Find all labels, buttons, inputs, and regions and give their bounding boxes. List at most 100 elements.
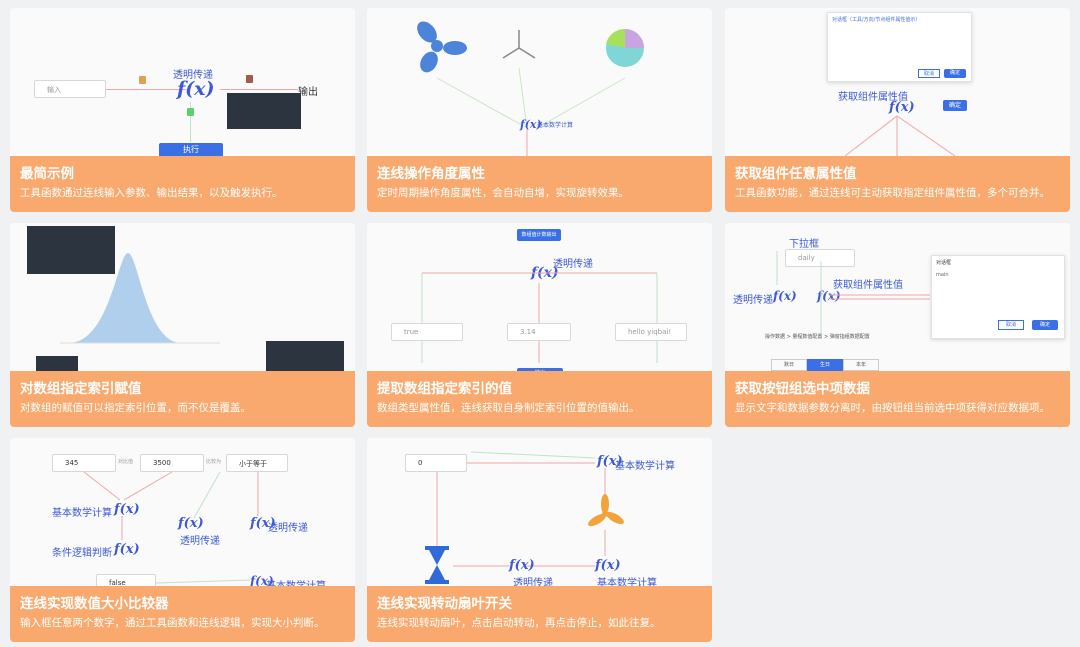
button-group-item[interactable]: 本年 [843, 359, 879, 371]
fx-label: 基本数学计算 [266, 577, 326, 586]
tooltip-panel [227, 93, 301, 129]
fan-icon [588, 494, 624, 527]
config-panel [36, 356, 78, 371]
card-title: 提取数组指定索引的值 [377, 381, 512, 397]
confirm-button[interactable]: 确定 [943, 100, 967, 111]
card-preview: 下拉框 daily 获取组件属性值 透明传递 f(x) f(x) 对话框 mai… [725, 223, 1070, 371]
value-field[interactable]: 3500 [140, 454, 204, 472]
field-label: 对比值 [118, 459, 134, 465]
dialog-cancel-button[interactable]: 取消 [918, 69, 940, 78]
card-rotation-angle[interactable]: f(x) 基本数学计算 连线操作角度属性 定时周期操作角度属性，会自动自增，实现… [367, 8, 712, 212]
card-preview: 输入 透明传递 f(x) 输出 执行 [10, 8, 355, 156]
wire [536, 77, 626, 129]
card-description: 工具函数功能，通过连线可主动获取指定组件属性值，多个可合并。 [735, 187, 1050, 199]
output-label: 输出 [298, 87, 318, 98]
wire [106, 89, 186, 90]
fx-icon: f(x) [114, 542, 140, 557]
card-description: 对数组的赋值可以指定索引位置，而不仅是覆盖。 [20, 402, 251, 414]
card-banner: 提取数组指定索引的值 数组类型属性值，连线获取自身制定索引位置的值输出。 [367, 371, 712, 427]
card-description: 工具函数通过连线输入参数、输出结果，以及触发执行。 [20, 187, 283, 199]
value-text: 3.14 [520, 328, 536, 336]
windmill-icon [502, 30, 536, 59]
fx-icon: f(x) [889, 100, 915, 115]
wire-diagram [844, 115, 956, 156]
fx-icon: f(x) [773, 289, 797, 303]
button-group-item-selected[interactable]: 生日 [807, 359, 843, 371]
value-field: 3.14 [507, 323, 571, 341]
card-fan-switch[interactable]: 0 f(x) 基本数学计算 f(x) 透明传递 f(x) 基本数学计算 连线实现… [367, 438, 712, 642]
area-chart [60, 253, 220, 344]
value-text: true [404, 328, 419, 336]
dropdown-label: 下拉框 [789, 239, 819, 250]
input-placeholder: 输入 [47, 86, 61, 94]
fx-label: 获取组件属性值 [833, 280, 903, 291]
wire-diagram [776, 251, 930, 333]
dialog-text: main [936, 272, 949, 278]
card-banner: 连线实现转动扇叶开关 连线实现转动扇叶，点击启动转动，再点击停止，如此往复。 [367, 586, 712, 642]
fx-label: 透明传递 [180, 536, 220, 547]
bottom-button[interactable]: 输出 [517, 368, 563, 371]
dialog-confirm-button[interactable]: 确定 [1032, 320, 1058, 330]
fx-icon: f(x) [597, 454, 623, 469]
data-table-panel [27, 226, 115, 274]
button-group-item[interactable]: 默日 [771, 359, 807, 371]
card-banner: 连线实现数值大小比较器 输入框任意两个数字，通过工具函数和连线逻辑，实现大小判断… [10, 586, 355, 642]
card-title: 对数组指定索引赋值 [20, 381, 142, 397]
card-preview: 对话框（工具/方向/节点组件属性值示） 确定 取消 获取组件属性值 f(x) 确… [725, 8, 1070, 156]
output-button[interactable]: 数组值计数输出 [517, 229, 561, 241]
fx-icon: f(x) [595, 558, 621, 573]
dropdown-select[interactable]: daily [785, 249, 855, 267]
breadcrumb: 操作数据 > 量程数值配置 > 弹窗指组数据配置 [765, 334, 870, 340]
param-tag [187, 108, 194, 116]
card-comparator[interactable]: 345 对比值 3500 比较为 小于等于 基本数学计算 f(x) f(x) 透… [10, 438, 355, 642]
card-button-group-select[interactable]: 下拉框 daily 获取组件属性值 透明传递 f(x) f(x) 对话框 mai… [725, 223, 1070, 427]
card-description: 显示文字和数据参数分离时，由按钮组当前选中项获得对应数据项。 [735, 402, 1050, 414]
card-get-property[interactable]: 对话框（工具/方向/节点组件属性值示） 确定 取消 获取组件属性值 f(x) 确… [725, 8, 1070, 212]
card-title: 连线实现数值大小比较器 [20, 596, 169, 612]
fx-icon: f(x) [520, 118, 542, 131]
fx-icon: f(x) [114, 502, 140, 517]
pie-icon [606, 28, 644, 67]
execute-button[interactable]: 执行 [159, 143, 223, 156]
wire [436, 77, 528, 129]
card-preview: 0 f(x) 基本数学计算 f(x) 透明传递 f(x) 基本数学计算 [367, 438, 712, 586]
card-array-index-assign[interactable]: 对数组指定索引赋值 对数组的赋值可以指定索引位置，而不仅是覆盖。 [10, 223, 355, 427]
value-text: 0 [418, 459, 423, 467]
fx-icon: f(x) [250, 574, 274, 586]
card-banner: 连线操作角度属性 定时周期操作角度属性，会自动自增，实现旋转效果。 [367, 156, 712, 212]
card-title: 最简示例 [20, 166, 74, 182]
input-field: 输入 [34, 80, 106, 98]
dialog: 对话框（工具/方向/节点组件属性值示） 确定 取消 [827, 12, 972, 82]
fx-label: 基本数学计算 [597, 578, 657, 586]
value-text: 345 [65, 459, 79, 467]
description-text [154, 253, 286, 333]
card-preview [10, 223, 355, 371]
value-field: true [391, 323, 463, 341]
fan-icon [417, 21, 467, 73]
dialog-cancel-button[interactable]: 取消 [998, 320, 1024, 330]
card-description: 数组类型属性值，连线获取自身制定索引位置的值输出。 [377, 402, 640, 414]
fx-icon: f(x) [178, 516, 204, 531]
fx-icon: f(x) [250, 516, 276, 531]
card-banner: 获取组件任意属性值 工具函数功能，通过连线可主动获取指定组件属性值，多个可合并。 [725, 156, 1070, 212]
wire [518, 67, 528, 129]
fx-label: 透明传递 [268, 523, 308, 534]
card-title: 连线实现转动扇叶开关 [377, 596, 512, 612]
card-array-index-extract[interactable]: 数组值计数输出 透明传递 f(x) true 3.14 hello yiqbai… [367, 223, 712, 427]
fx-label: 基本数学计算 [537, 122, 574, 129]
value-field[interactable]: 0 [405, 454, 467, 472]
fx-label: 获取组件属性值 [838, 92, 908, 103]
value-field[interactable]: 345 [52, 454, 116, 472]
card-simple-example[interactable]: 输入 透明传递 f(x) 输出 执行 最简示例 工具函数通过连线输入参数、输出结… [10, 8, 355, 212]
fx-icon: f(x) [177, 78, 215, 100]
card-description: 定时周期操作角度属性，会自动自增，实现旋转效果。 [377, 187, 629, 199]
fx-label: 透明传递 [733, 295, 773, 306]
fx-label: 透明传递 [553, 259, 593, 270]
dialog-title: 对话框（工具/方向/节点组件属性值示） [832, 17, 921, 23]
dialog: 对话框 main 取消 确定 [931, 255, 1065, 339]
card-description: 连线实现转动扇叶，点击启动转动，再点击停止，如此往复。 [377, 617, 661, 629]
dialog-confirm-button[interactable]: 确定 [944, 69, 966, 78]
value-field: hello yiqbai! [615, 323, 687, 341]
card-title: 获取组件任意属性值 [735, 166, 857, 182]
